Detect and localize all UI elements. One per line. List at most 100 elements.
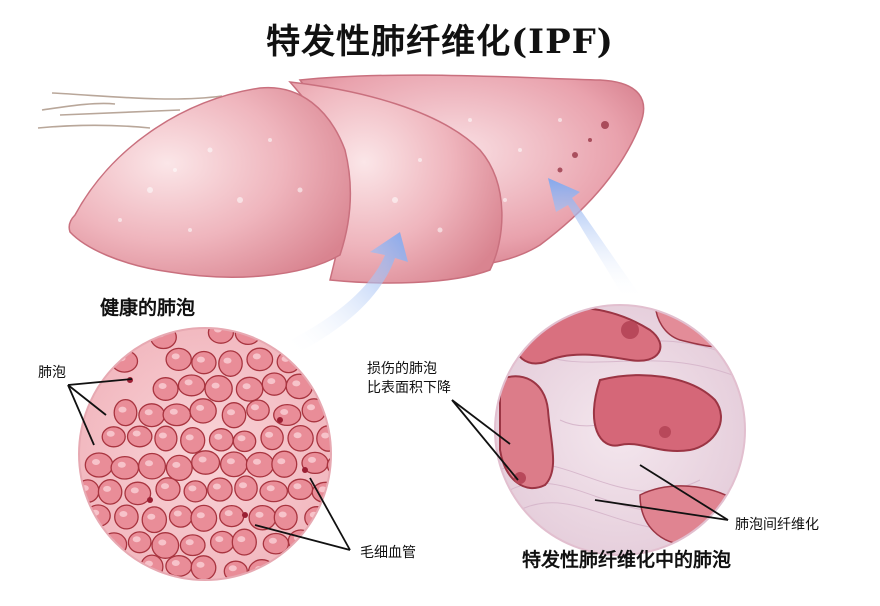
alveolus [231, 528, 257, 556]
alveolus-highlight [145, 460, 153, 467]
alveolus-highlight [103, 485, 112, 492]
alveolus [245, 451, 275, 478]
alveolus-highlight [119, 511, 128, 517]
alveolus-highlight [266, 485, 275, 492]
alveolus [168, 505, 193, 528]
alveolus-highlight [211, 382, 220, 389]
alveolus [138, 403, 166, 428]
alveolus-highlight [173, 510, 182, 517]
capillary [147, 497, 153, 503]
alveolus [207, 328, 235, 344]
alveolus [219, 451, 248, 478]
lung-front-lobe [68, 86, 352, 278]
alveolus [208, 428, 234, 452]
alveolus-highlight [332, 459, 340, 465]
alveolus [191, 450, 221, 475]
alveolus-highlight [253, 458, 261, 465]
alveolus-highlight [228, 565, 237, 572]
alveolus [247, 559, 277, 580]
alveolus [190, 504, 218, 532]
alveolus-highlight [214, 433, 223, 440]
alveolus [191, 350, 217, 375]
alveolus-highlight [251, 404, 259, 411]
alveolus [110, 349, 139, 373]
alveolus [246, 399, 270, 421]
diagram-title: 特发性肺纤维化(IPF) [266, 22, 614, 62]
alveolus [165, 454, 193, 482]
alveolus-highlight [224, 510, 233, 517]
alveolus [207, 477, 233, 502]
alveolus [271, 450, 298, 478]
alveolus-highlight [268, 537, 277, 544]
alveolus [124, 481, 152, 506]
alveolus [259, 480, 289, 503]
ipf-alveoli-label: 特发性肺纤维化中的肺泡 [522, 549, 732, 571]
arrow-healthy [290, 232, 408, 352]
arrow-ipf [548, 178, 640, 300]
alveolus [209, 530, 235, 554]
alveolus-highlight [171, 560, 180, 566]
alveolus-highlight [307, 404, 315, 411]
alveolus-highlight [293, 483, 302, 490]
alveolus-highlight [196, 512, 205, 519]
alveolus-highlight [144, 409, 153, 416]
alveolus-highlight [308, 456, 316, 463]
alveolus [165, 347, 192, 372]
alveolus [246, 347, 274, 372]
alveolus-highlight [237, 536, 246, 543]
alveolus [287, 478, 314, 501]
alveolus [84, 452, 114, 478]
capillary [277, 417, 283, 423]
alveolus [221, 402, 247, 429]
alveolus-highlight [321, 432, 330, 439]
alveolus [273, 504, 298, 531]
alveolus [232, 430, 257, 453]
alveolus-highlight [267, 378, 276, 385]
alveolus-highlight [185, 539, 194, 546]
capillaries-label: 毛细血管 [360, 545, 416, 561]
alveolus [204, 375, 233, 403]
alveolus-highlight [278, 511, 287, 518]
surface-area-label: 比表面积下降 [367, 380, 451, 396]
alveolus-highlight [292, 380, 301, 387]
alveolus [114, 504, 139, 530]
alveolus [235, 376, 264, 402]
alveolus [97, 479, 123, 505]
alveolus-highlight [241, 328, 249, 333]
alveolus [113, 398, 138, 427]
alveolus [165, 555, 193, 577]
alveolus [260, 425, 284, 451]
alveolus [127, 531, 152, 554]
alveolus [180, 426, 206, 454]
airway [37, 92, 223, 129]
alveolus [273, 403, 302, 427]
alveolus [100, 532, 128, 557]
alveolus [155, 477, 181, 502]
alveolus-highlight [92, 459, 100, 465]
alveolus-highlight [242, 383, 251, 390]
alveolus [126, 425, 153, 448]
damaged-alveoli-label: 损伤的肺泡 [367, 361, 437, 377]
alveolus-highlight [118, 406, 127, 413]
healthy-alveoli-circle [78, 327, 340, 581]
lung [68, 74, 645, 284]
alveolus [189, 398, 217, 424]
alveolus [287, 529, 314, 553]
interstitial-fibrosis-label: 肺泡间纤维化 [735, 517, 819, 533]
alveolus [183, 480, 208, 503]
alveolus [152, 377, 179, 401]
alveolus-highlight [212, 483, 221, 490]
alveolus-highlight [161, 483, 169, 490]
alveolus-highlight [171, 353, 180, 360]
alveolus-highlight [239, 482, 247, 489]
alveolus-highlight [252, 353, 261, 360]
alveolus [190, 555, 217, 580]
alveolus [150, 328, 177, 350]
alveolus-highlight [293, 432, 302, 439]
alveolus [140, 554, 164, 579]
pointer-lines [67, 378, 729, 551]
alveolus-highlight [172, 461, 181, 468]
alveolus-highlight [117, 461, 126, 468]
alveolus-highlight [158, 383, 167, 389]
alveolus-highlight [130, 487, 139, 494]
